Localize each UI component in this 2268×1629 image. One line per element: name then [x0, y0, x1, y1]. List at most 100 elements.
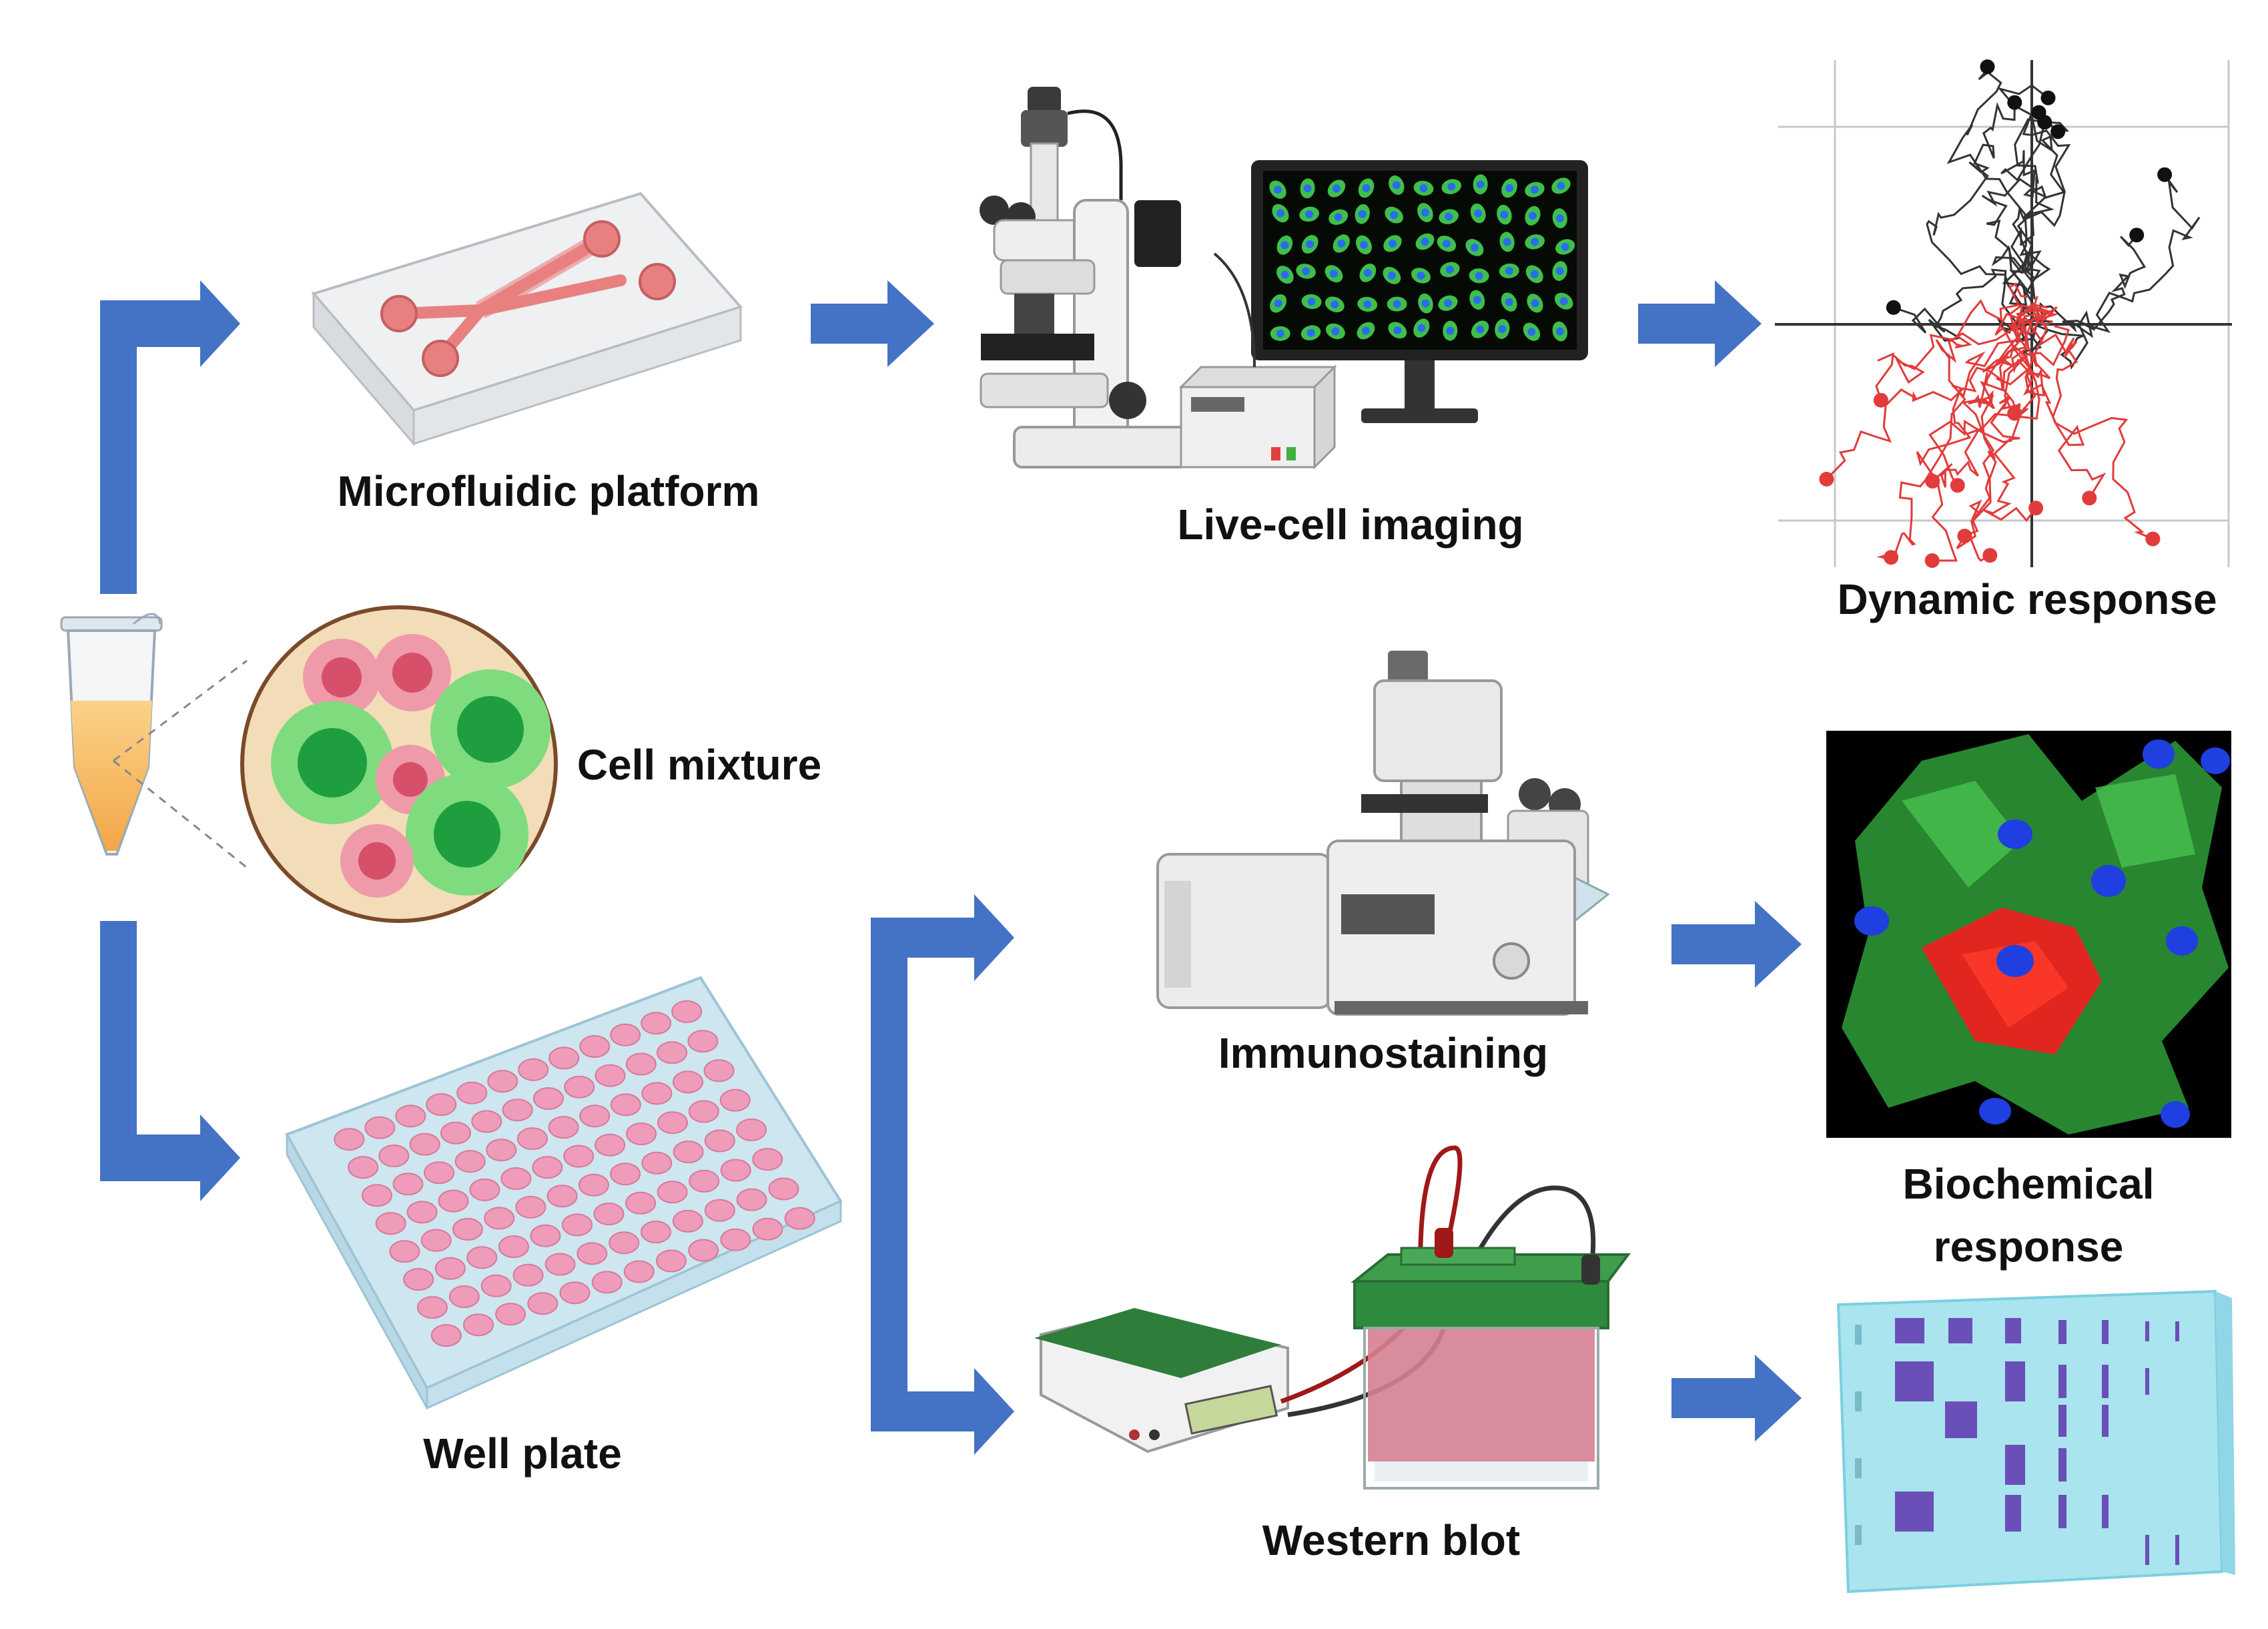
- monitor-cell-nucleus: [1442, 240, 1451, 248]
- well: [610, 1093, 641, 1116]
- monitor-cell-nucleus: [1337, 239, 1346, 248]
- arrow-to-biochemical: [1671, 901, 1802, 988]
- monitor-cell-nucleus: [1363, 300, 1372, 308]
- red-trajectory: [1932, 304, 2040, 488]
- well: [487, 1070, 518, 1093]
- well: [564, 1075, 595, 1098]
- monitor-cell-nucleus: [1331, 327, 1340, 336]
- well: [392, 1173, 424, 1196]
- well: [527, 1292, 558, 1315]
- monitor-cell-nucleus: [1421, 299, 1430, 308]
- gel-band: [2058, 1448, 2066, 1482]
- well: [480, 1274, 512, 1297]
- well: [595, 1064, 626, 1087]
- well: [361, 1184, 392, 1207]
- arrow-to-gel: [1671, 1355, 1802, 1441]
- black-trajectory-end: [2129, 228, 2145, 243]
- monitor-cell-nucleus: [1417, 271, 1425, 280]
- red-trajectory-end: [1884, 550, 1899, 565]
- well: [463, 1313, 494, 1337]
- monitor-cell-nucleus: [1417, 324, 1426, 332]
- well: [456, 1081, 488, 1104]
- well: [530, 1224, 561, 1247]
- red-trajectory: [1826, 325, 2070, 480]
- monitor-cell-nucleus: [1557, 182, 1565, 190]
- trajectory-plot: [1775, 59, 2232, 568]
- green-cell: [271, 701, 394, 824]
- monitor-cell-nucleus: [1307, 297, 1316, 306]
- well: [720, 1159, 751, 1182]
- red-trajectory-end: [2007, 406, 2022, 421]
- monitor-cell-nucleus: [1498, 324, 1507, 333]
- monitor-cell-nucleus: [1500, 210, 1509, 219]
- well: [375, 1212, 406, 1235]
- monitor-cell-nucleus: [1306, 328, 1315, 337]
- gel-band: [2005, 1361, 2025, 1401]
- red-trajectory-end: [2028, 501, 2044, 516]
- label-biochemical: Biochemical: [1902, 1160, 2154, 1208]
- well: [563, 1145, 595, 1168]
- label-immunostaining: Immunostaining: [1218, 1029, 1548, 1077]
- well: [595, 1133, 626, 1157]
- monitor-cell-nucleus: [1393, 326, 1402, 334]
- black-trajectory-end: [2040, 90, 2056, 105]
- monitor-cell-nucleus: [1362, 184, 1371, 192]
- well: [641, 1082, 673, 1105]
- monitor-cell-nucleus: [1392, 181, 1401, 190]
- well: [486, 1138, 517, 1162]
- monitor-cell-nucleus: [1530, 186, 1539, 194]
- monitor-cell-nucleus: [1445, 266, 1454, 274]
- label-live-cell-imaging: Live-cell imaging: [1177, 501, 1523, 549]
- well: [434, 1257, 466, 1280]
- monitor-cell-nucleus: [1446, 326, 1455, 335]
- gel-band: [2145, 1321, 2149, 1341]
- black-trajectory-end: [2050, 124, 2066, 139]
- black-trajectory-end: [2157, 167, 2173, 182]
- red-trajectory: [1967, 312, 2040, 562]
- arrows: [100, 280, 1802, 1455]
- wells: [334, 1000, 815, 1347]
- monitor-cell-nucleus: [1505, 184, 1514, 192]
- gel-band: [2058, 1365, 2066, 1398]
- gel: [1836, 1289, 2235, 1594]
- imaging-monitor: [1251, 160, 1588, 423]
- gel-band: [2102, 1405, 2109, 1437]
- arrow-to-live-cell: [811, 280, 934, 367]
- well: [579, 1104, 611, 1128]
- well: [395, 1104, 426, 1128]
- upright-microscope: [980, 87, 1189, 468]
- red-trajectory-end: [1957, 529, 1972, 544]
- gel-bands: [1895, 1318, 2179, 1565]
- well: [641, 1012, 672, 1035]
- gel-band: [2175, 1535, 2179, 1565]
- red-trajectory: [2034, 308, 2153, 540]
- gel-band: [1895, 1492, 1934, 1532]
- monitor-cell-nucleus: [1531, 238, 1539, 246]
- well: [516, 1127, 548, 1151]
- gel-band: [1895, 1318, 1924, 1343]
- well: [688, 1239, 719, 1262]
- well: [736, 1188, 767, 1211]
- gel-band: [1945, 1401, 1977, 1438]
- monitor-cell-nucleus: [1280, 241, 1289, 250]
- cell-mixture-circle: [240, 605, 558, 923]
- well: [703, 1059, 735, 1082]
- well: [454, 1150, 486, 1173]
- pink-cell: [374, 634, 451, 711]
- red-trajectory-end: [1924, 553, 1940, 568]
- label-well-plate: Well plate: [423, 1429, 622, 1478]
- black-trajectory-end: [2007, 95, 2022, 110]
- green-cell: [430, 669, 550, 789]
- black-endpoints: [1886, 59, 2173, 315]
- well: [548, 1046, 580, 1070]
- monitor-cell-nucleus: [1302, 267, 1310, 276]
- monitor-cell-nucleus: [1474, 209, 1483, 218]
- well: [768, 1177, 799, 1201]
- well: [559, 1281, 591, 1305]
- pink-cell: [340, 824, 414, 898]
- monitor-cell-nucleus: [1561, 242, 1569, 251]
- well: [348, 1156, 379, 1179]
- well: [609, 1231, 640, 1255]
- monitor-cell-nucleus: [1358, 210, 1367, 218]
- well: [625, 1052, 657, 1076]
